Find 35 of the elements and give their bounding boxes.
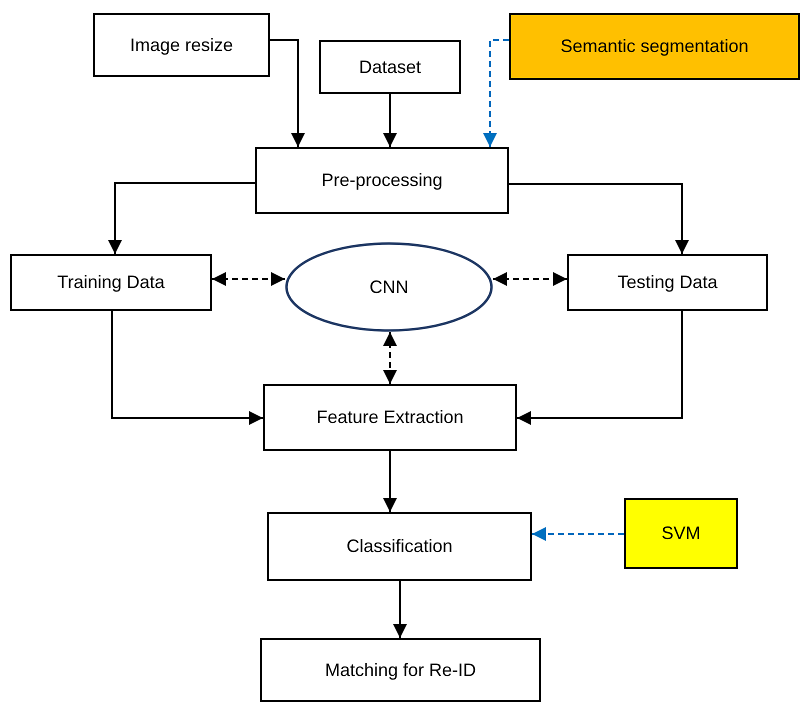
node-label: Training Data	[57, 272, 165, 293]
arrow	[393, 581, 407, 638]
arrow	[493, 272, 567, 286]
process-box	[255, 147, 509, 214]
node-label: Feature Extraction	[316, 407, 464, 428]
ellipse-node	[285, 242, 493, 332]
node-label: CNN	[370, 276, 408, 298]
process-box	[93, 13, 270, 77]
arrow	[509, 183, 689, 254]
node-label: Matching for Re-ID	[324, 660, 476, 680]
arrow	[108, 182, 255, 254]
arrow	[532, 527, 624, 541]
node-label: Classification	[346, 536, 453, 557]
process-box	[260, 638, 541, 702]
node-label: Dataset	[358, 56, 422, 78]
node-label: Pre-processing	[321, 170, 443, 191]
arrow	[383, 332, 397, 384]
arrow	[111, 311, 263, 425]
process-box	[509, 13, 800, 80]
node-label: Image resize	[130, 34, 234, 56]
arrow	[483, 39, 509, 147]
arrow	[383, 451, 397, 512]
node-label: Semantic segmentation	[560, 36, 749, 57]
arrow	[270, 39, 305, 147]
process-box	[263, 384, 517, 451]
process-box	[319, 40, 461, 94]
node-label: SVM	[661, 523, 700, 544]
arrow	[383, 94, 397, 147]
process-box	[267, 512, 532, 581]
process-box	[624, 498, 738, 569]
arrow	[212, 272, 285, 286]
process-box	[567, 254, 768, 311]
process-box	[10, 254, 212, 311]
arrow	[517, 311, 683, 425]
node-label: Testing Data	[617, 272, 718, 293]
